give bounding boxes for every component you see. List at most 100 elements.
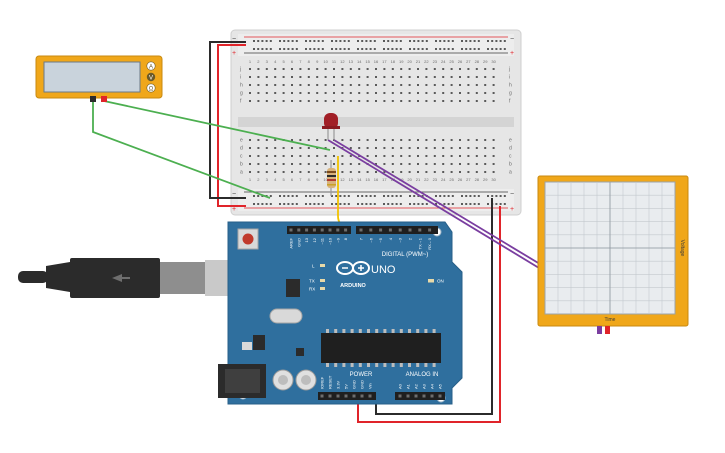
breadboard-hole[interactable] [467, 92, 470, 94]
breadboard-hole[interactable] [265, 100, 268, 102]
breadboard-hole[interactable] [349, 92, 352, 94]
breadboard-hole[interactable] [408, 171, 411, 173]
rail-hole[interactable] [395, 203, 398, 205]
breadboard-hole[interactable] [408, 163, 411, 165]
rail-hole[interactable] [265, 203, 268, 205]
breadboard-hole[interactable] [366, 68, 369, 70]
rail-hole[interactable] [321, 195, 324, 197]
rail-hole[interactable] [495, 40, 498, 42]
breadboard-hole[interactable] [265, 147, 268, 149]
rail-hole[interactable] [295, 203, 298, 205]
breadboard-hole[interactable] [442, 147, 445, 149]
rail-hole[interactable] [291, 48, 294, 50]
breadboard-hole[interactable] [249, 68, 251, 70]
breadboard-hole[interactable] [349, 163, 352, 165]
breadboard-hole[interactable] [442, 76, 445, 78]
breadboard-hole[interactable] [442, 68, 445, 70]
breadboard-hole[interactable] [307, 171, 310, 173]
breadboard-hole[interactable] [417, 68, 419, 70]
rail-hole[interactable] [383, 203, 385, 205]
multimeter-probe-v[interactable] [101, 96, 107, 102]
breadboard-hole[interactable] [349, 171, 352, 173]
rail-hole[interactable] [369, 203, 372, 205]
rail-hole[interactable] [409, 195, 411, 197]
rail-hole[interactable] [283, 48, 286, 50]
breadboard-hole[interactable] [467, 155, 470, 157]
rail-hole[interactable] [291, 195, 294, 197]
breadboard-hole[interactable] [433, 139, 436, 141]
digital-pin[interactable] [336, 228, 340, 232]
breadboard-hole[interactable] [324, 76, 327, 78]
breadboard-hole[interactable] [375, 139, 377, 141]
breadboard-hole[interactable] [375, 68, 377, 70]
rail-hole[interactable] [257, 48, 260, 50]
breadboard-hole[interactable] [291, 68, 293, 70]
breadboard-hole[interactable] [450, 139, 453, 141]
rail-hole[interactable] [347, 203, 350, 205]
rail-hole[interactable] [265, 40, 268, 42]
rail-hole[interactable] [491, 40, 494, 42]
breadboard-hole[interactable] [341, 163, 344, 165]
rail-hole[interactable] [473, 40, 476, 42]
breadboard-hole[interactable] [459, 100, 461, 102]
rail-hole[interactable] [451, 203, 454, 205]
rail-hole[interactable] [373, 195, 376, 197]
breadboard-hole[interactable] [467, 147, 470, 149]
breadboard-hole[interactable] [307, 92, 310, 94]
breadboard-hole[interactable] [417, 171, 419, 173]
digital-pin[interactable] [398, 228, 402, 232]
breadboard-hole[interactable] [249, 139, 251, 141]
rail-hole[interactable] [335, 195, 338, 197]
power-pin[interactable] [336, 394, 340, 398]
rail-hole[interactable] [373, 203, 376, 205]
wire-black-gnd[interactable] [375, 198, 493, 415]
rail-hole[interactable] [369, 48, 372, 50]
rail-hole[interactable] [395, 48, 398, 50]
breadboard-hole[interactable] [299, 155, 302, 157]
rail-hole[interactable] [343, 195, 346, 197]
rail-hole[interactable] [279, 40, 281, 42]
rail-hole[interactable] [309, 203, 312, 205]
breadboard-hole[interactable] [408, 155, 411, 157]
breadboard-hole[interactable] [383, 76, 386, 78]
breadboard-hole[interactable] [349, 100, 352, 102]
rail-hole[interactable] [339, 40, 342, 42]
rail-hole[interactable] [305, 48, 307, 50]
rail-hole[interactable] [499, 40, 502, 42]
rail-hole[interactable] [383, 195, 385, 197]
breadboard-hole[interactable] [316, 155, 319, 157]
breadboard-hole[interactable] [291, 76, 293, 78]
rail-hole[interactable] [317, 195, 320, 197]
rail-hole[interactable] [387, 195, 390, 197]
rail-hole[interactable] [417, 40, 420, 42]
breadboard-hole[interactable] [484, 147, 487, 149]
rail-hole[interactable] [347, 48, 350, 50]
breadboard-hole[interactable] [400, 92, 403, 94]
rail-hole[interactable] [409, 203, 411, 205]
breadboard-hole[interactable] [307, 155, 310, 157]
breadboard-hole[interactable] [459, 84, 461, 86]
breadboard-hole[interactable] [459, 76, 461, 78]
breadboard-hole[interactable] [265, 171, 268, 173]
breadboard-hole[interactable] [383, 163, 386, 165]
breadboard-hole[interactable] [341, 76, 344, 78]
breadboard-hole[interactable] [341, 100, 344, 102]
rail-hole[interactable] [317, 40, 320, 42]
breadboard-hole[interactable] [307, 163, 310, 165]
breadboard-hole[interactable] [257, 171, 260, 173]
breadboard-hole[interactable] [459, 155, 461, 157]
digital-pin[interactable] [408, 228, 412, 232]
breadboard-hole[interactable] [408, 92, 411, 94]
breadboard[interactable]: − + − + − + − + 112233445566778899101011… [230, 29, 522, 216]
rail-hole[interactable] [473, 48, 476, 50]
breadboard-hole[interactable] [467, 100, 470, 102]
breadboard-hole[interactable] [307, 139, 310, 141]
breadboard-hole[interactable] [459, 171, 461, 173]
breadboard-hole[interactable] [366, 139, 369, 141]
breadboard-hole[interactable] [383, 100, 386, 102]
breadboard-hole[interactable] [307, 84, 310, 86]
breadboard-hole[interactable] [358, 171, 361, 173]
breadboard-hole[interactable] [425, 139, 428, 141]
breadboard-hole[interactable] [467, 68, 470, 70]
rail-hole[interactable] [383, 40, 385, 42]
